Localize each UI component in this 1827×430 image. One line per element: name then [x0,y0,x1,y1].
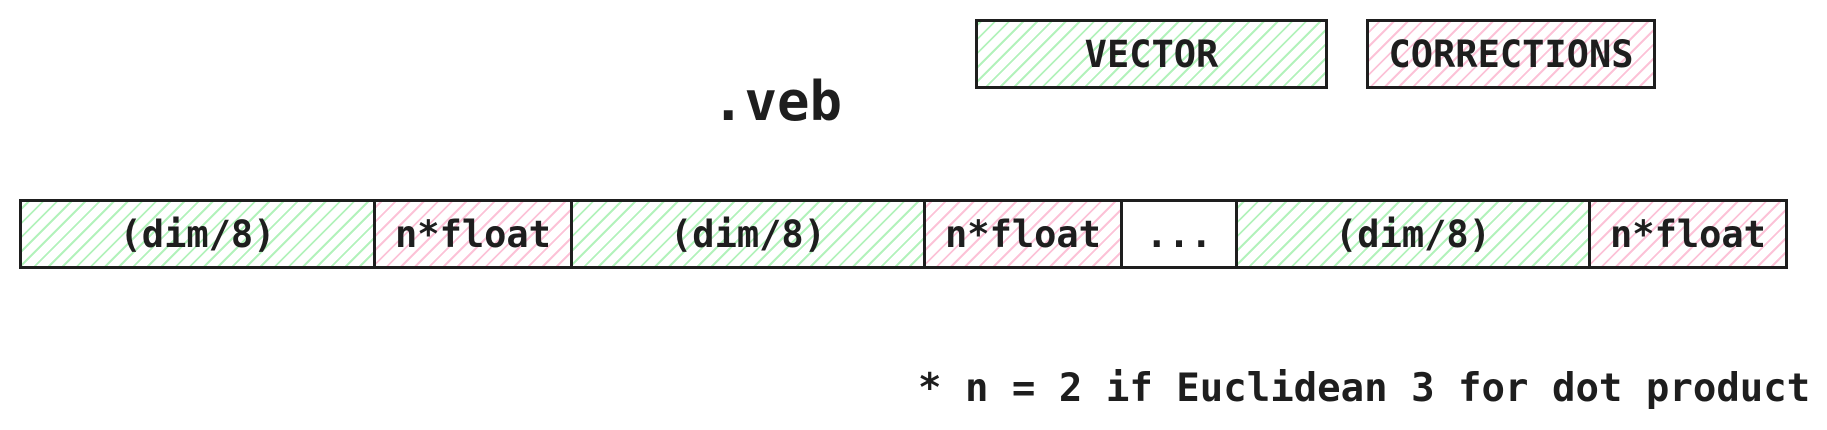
segment-label: n*float [395,212,551,256]
legend-corrections-box: CORRECTIONS [1366,19,1656,89]
segment-label: (dim/8) [119,212,276,256]
segment-label: n*float [1610,212,1766,256]
segment-corrections: n*float [1588,199,1788,269]
file-format-title: .veb [712,70,843,133]
segment-label: (dim/8) [1335,212,1491,256]
segment-label: ... [1145,212,1213,256]
footnote: * n = 2 if Euclidean 3 for dot product [918,366,1811,411]
segment-ellipsis: ... [1120,199,1235,269]
segment-label: (dim/8) [670,212,826,256]
legend-vector-box: VECTOR [975,19,1328,89]
segment-label: n*float [945,212,1101,256]
segment-corrections: n*float [923,199,1120,269]
segment-vector: (dim/8) [570,199,923,269]
segment-vector: (dim/8) [1235,199,1588,269]
legend-corrections-label: CORRECTIONS [1388,32,1634,76]
segment-vector: (dim/8) [19,199,373,269]
legend-vector-label: VECTOR [1084,32,1219,76]
segment-corrections: n*float [373,199,570,269]
